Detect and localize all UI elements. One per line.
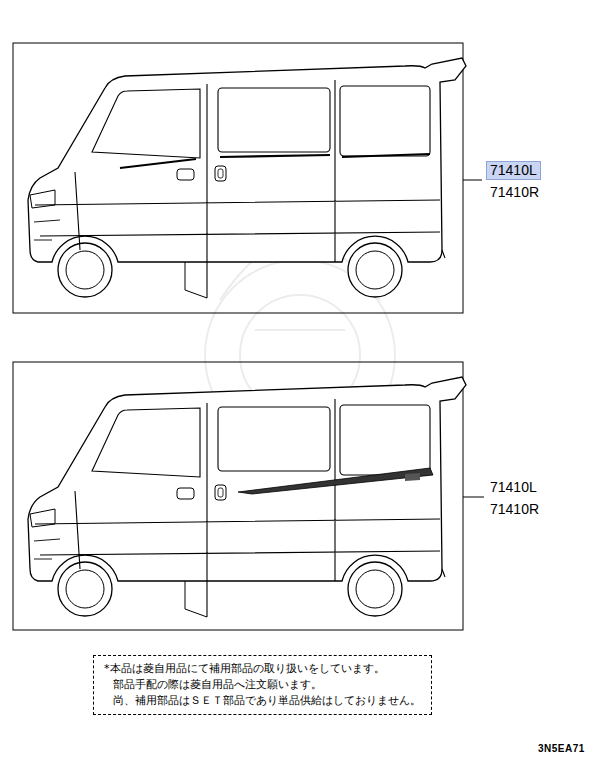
part-number: 71410L <box>486 161 541 180</box>
van-drawing <box>28 377 466 617</box>
part-number: 71410R <box>490 184 539 201</box>
part-number: 71410R <box>490 501 539 518</box>
van-drawing <box>28 58 466 298</box>
leader-line <box>463 497 484 498</box>
note-text: *本品は菱自用品にて補用部品の取り扱いをしています。 <box>104 661 421 677</box>
stripe-decal <box>120 154 430 168</box>
note-box: *本品は菱自用品にて補用部品の取り扱いをしています。部品手配の際は菱自用品へ注文… <box>93 655 432 715</box>
stripe-decal <box>238 468 433 494</box>
figure-code: 3N5EA71 <box>538 740 585 757</box>
stripe-decal <box>405 473 420 481</box>
note-text: 部品手配の際は菱自用品へ注文願います。 <box>104 677 421 693</box>
note-text: 尚、補用部品はＳＥＴ部品であり単品供給はしておりません。 <box>104 693 421 709</box>
leader-line <box>463 180 482 181</box>
part-number: 71410L <box>490 479 537 496</box>
